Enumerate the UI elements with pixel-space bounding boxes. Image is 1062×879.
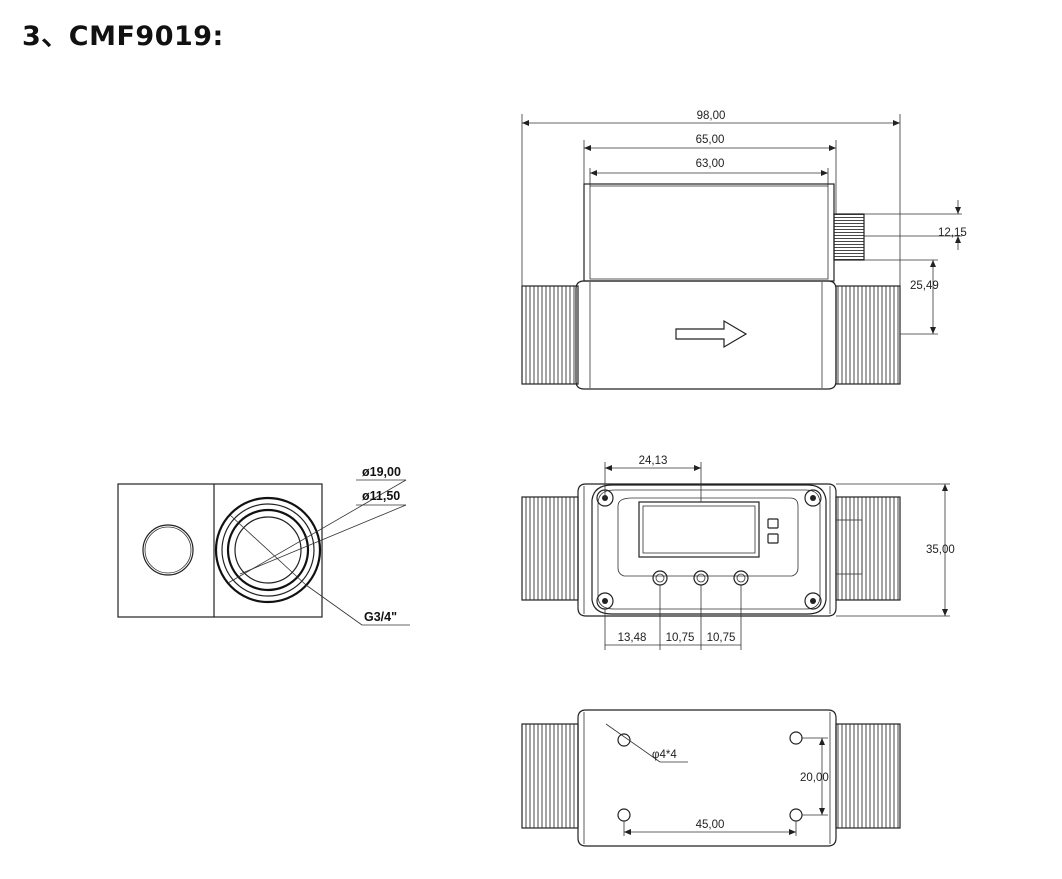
dim-display-length: 63,00 <box>696 158 725 170</box>
dim-body-length: 65,00 <box>696 134 725 146</box>
lcd-display <box>638 501 760 558</box>
thread-spec: G3/4" <box>364 610 397 624</box>
corner-screws <box>596 489 822 610</box>
dim-button-3: 10,75 <box>707 632 736 644</box>
dim-front-height: 35,00 <box>926 544 955 556</box>
dim-connector-height: 25,49 <box>910 280 939 292</box>
dim-button-2: 10,75 <box>666 632 695 644</box>
end-view: ø19,00 ø11,50 G3/4" <box>117 465 410 626</box>
end-block <box>117 483 323 618</box>
front-view: 24,13 35,00 13,48 10,75 10,75 <box>521 455 955 650</box>
led-indicator-2 <box>767 533 779 544</box>
dim-inner-diameter: ø11,50 <box>362 489 400 503</box>
top-display-housing <box>583 183 835 282</box>
top-right-thread <box>835 285 901 385</box>
dim-display-offset: 24,13 <box>639 455 668 467</box>
dim-button-1: 13,48 <box>618 632 647 644</box>
dim-hole-horizontal: 45,00 <box>696 819 725 831</box>
bottom-left-thread <box>521 723 579 829</box>
top-connector <box>833 213 865 261</box>
bottom-right-thread <box>835 723 901 829</box>
dim-connector: 12,15 <box>938 227 967 239</box>
led-indicator-1 <box>767 518 779 529</box>
end-port-circle <box>142 524 194 576</box>
bottom-view: φ4*4 20,00 45,00 <box>521 709 901 847</box>
bottom-body <box>577 709 837 847</box>
top-view: 98,00 65,00 63,00 12,15 25,49 <box>521 110 967 390</box>
top-left-thread <box>521 285 579 385</box>
dim-hole-vertical: 20,00 <box>800 772 829 784</box>
front-right-thread <box>835 496 901 601</box>
front-left-thread <box>521 496 579 601</box>
front-bezel <box>591 484 827 615</box>
front-buttons <box>652 570 749 586</box>
front-body <box>577 483 837 617</box>
hole-spec: φ4*4 <box>652 749 677 761</box>
top-body <box>575 280 837 390</box>
flow-arrow-icon <box>675 319 748 349</box>
mounting-holes <box>617 731 803 822</box>
dim-total-length: 98,00 <box>697 110 726 122</box>
end-thread-outer <box>214 496 322 604</box>
page-title: 3、CMF9019: <box>22 21 224 52</box>
dim-outer-diameter: ø19,00 <box>362 465 401 479</box>
